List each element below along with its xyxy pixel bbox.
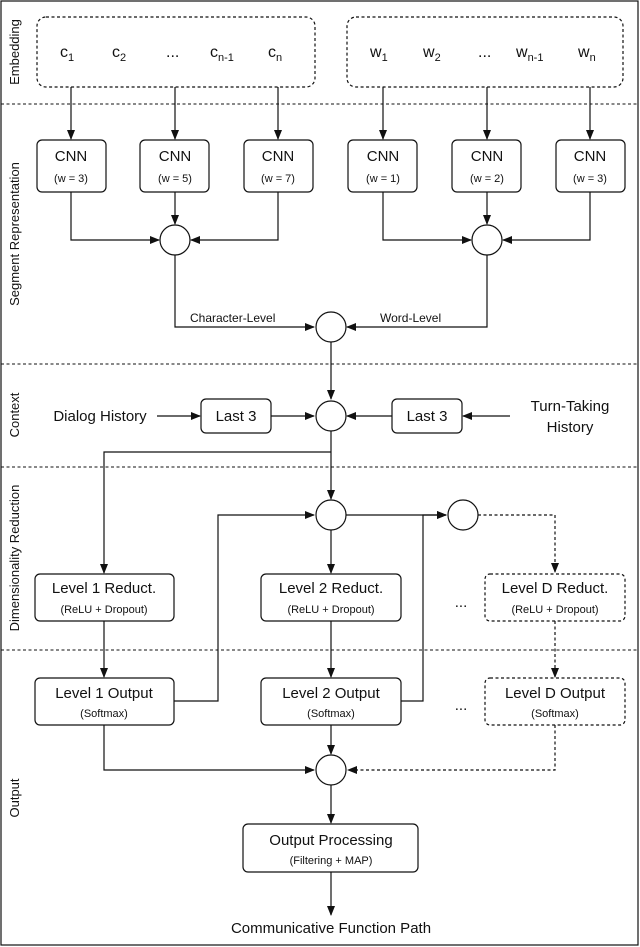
svg-text:(w = 7): (w = 7) <box>261 173 295 185</box>
svg-text:CNN: CNN <box>367 148 400 165</box>
svg-text:CNN: CNN <box>262 148 295 165</box>
levelD-output-box <box>484 677 626 726</box>
svg-text:(w = 2): (w = 2) <box>470 173 504 185</box>
word-symbol: w2 <box>422 44 441 64</box>
output-concat-node <box>315 754 347 786</box>
levelD-reduct-sub: (ReLU + Dropout) <box>511 604 598 616</box>
svg-text:(w = 3): (w = 3) <box>573 173 607 185</box>
svg-text:CNN: CNN <box>471 148 504 165</box>
svg-text:(w = 3): (w = 3) <box>54 173 88 185</box>
svg-text:CNN: CNN <box>574 148 607 165</box>
word-symbol: wn-1 <box>515 44 543 64</box>
char-embedding-box <box>36 16 316 88</box>
cnn-char-group: CNN (w = 3) CNN (w = 5) CNN (w = 7) <box>36 139 314 193</box>
reduct-ellipsis: ... <box>455 594 468 611</box>
levelD-output-sub: (Softmax) <box>531 708 579 720</box>
output-ellipsis: ... <box>455 697 468 714</box>
levelD-reduct-box <box>484 573 626 622</box>
level1-output-sub: (Softmax) <box>80 708 128 720</box>
turn-taking-label-line1: Turn-Taking <box>531 398 610 415</box>
word-ellipsis: ... <box>478 44 491 61</box>
word-concat-node <box>471 224 503 256</box>
section-label-segment: Segment Representation <box>7 162 22 306</box>
context-concat-node <box>315 400 347 432</box>
cnn-merge-lines <box>70 192 591 244</box>
levelD-reduct-title: Level D Reduct. <box>502 580 609 597</box>
level2-output-feedback <box>401 511 447 702</box>
last3-left-label: Last 3 <box>216 408 257 425</box>
level1-reduct-sub: (ReLU + Dropout) <box>60 604 147 616</box>
char-level-line <box>174 255 315 331</box>
word-embedding-box <box>346 16 624 88</box>
char-symbol: cn <box>268 44 282 64</box>
section-label-embedding: Embedding <box>7 19 22 85</box>
embedding-arrows <box>67 87 594 140</box>
word-embedding-symbols: w1 w2 ... wn-1 wn <box>369 44 596 64</box>
level2-reduct-sub: (ReLU + Dropout) <box>287 604 374 616</box>
concatD-to-levelD-line <box>478 514 559 573</box>
char-symbol: c2 <box>112 44 126 64</box>
svg-text:CNN: CNN <box>159 148 192 165</box>
svg-text:(w = 1): (w = 1) <box>366 173 400 185</box>
dimred-concat-node-2 <box>315 499 347 531</box>
output-processing-sub: (Filtering + MAP) <box>290 855 373 867</box>
level1-reduct-title: Level 1 Reduct. <box>52 580 156 597</box>
level1-output-feedback <box>174 511 315 702</box>
level1-output-title: Level 1 Output <box>55 685 153 702</box>
word-symbol: wn <box>577 44 596 64</box>
char-level-label: Character-Level <box>190 311 275 325</box>
section-label-context: Context <box>7 392 22 437</box>
word-symbol: w1 <box>369 44 388 64</box>
char-ellipsis: ... <box>166 44 179 61</box>
segment-concat-node <box>315 311 347 343</box>
char-symbol: cn-1 <box>210 44 234 64</box>
char-concat-node <box>159 224 191 256</box>
level2-reduct-title: Level 2 Reduct. <box>279 580 383 597</box>
level1-output-to-final <box>103 725 315 774</box>
context-to-level1-line <box>100 451 331 574</box>
output-processing-title: Output Processing <box>269 832 392 849</box>
word-level-label: Word-Level <box>380 311 441 325</box>
dialog-history-label: Dialog History <box>53 408 147 425</box>
levelD-output-to-final <box>347 725 556 774</box>
svg-text:(w = 5): (w = 5) <box>158 173 192 185</box>
char-embedding-symbols: c1 c2 ... cn-1 cn <box>60 44 282 64</box>
final-output-label: Communicative Function Path <box>231 920 431 937</box>
level2-output-title: Level 2 Output <box>282 685 380 702</box>
section-label-output: Output <box>7 778 22 817</box>
levelD-output-title: Level D Output <box>505 685 606 702</box>
turn-taking-label-line2: History <box>547 419 594 436</box>
word-level-line <box>346 255 488 331</box>
level2-output-sub: (Softmax) <box>307 708 355 720</box>
last3-right-label: Last 3 <box>407 408 448 425</box>
dimred-concat-node-d <box>447 499 479 531</box>
char-symbol: c1 <box>60 44 74 64</box>
section-label-dimred: Dimensionality Reduction <box>7 485 22 632</box>
svg-text:CNN: CNN <box>55 148 88 165</box>
cnn-word-group: CNN (w = 1) CNN (w = 2) CNN (w = 3) <box>347 139 626 193</box>
